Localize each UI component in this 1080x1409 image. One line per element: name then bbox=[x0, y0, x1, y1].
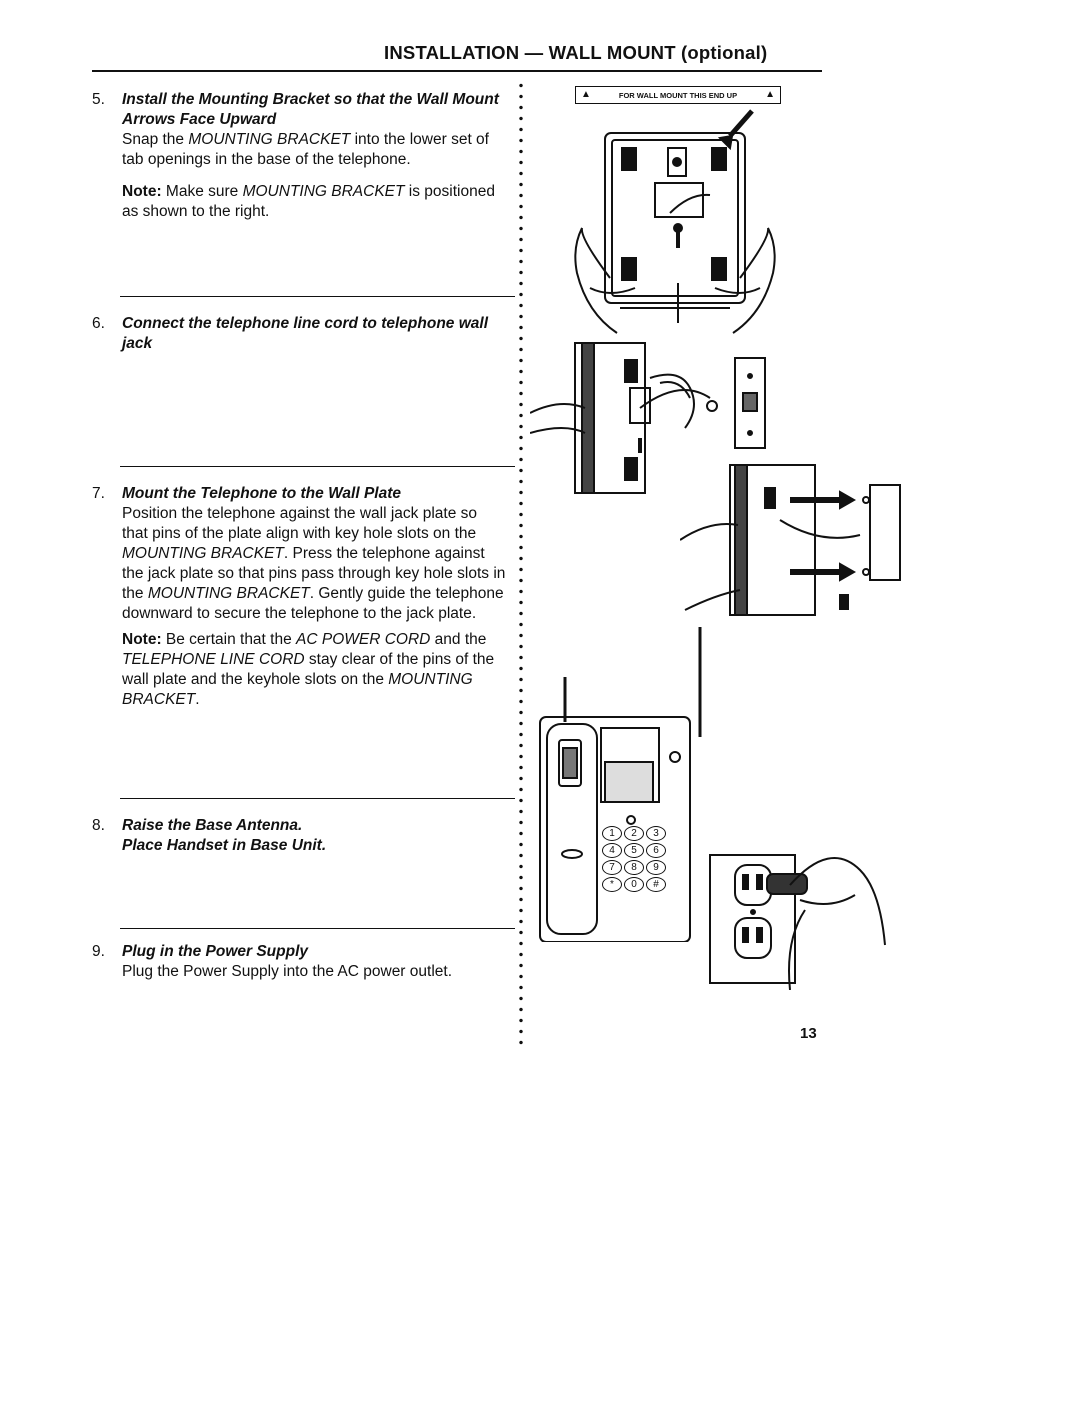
keypad-key-4: 4 bbox=[602, 843, 622, 858]
bracket-orientation-label: ▲ FOR WALL MOUNT THIS END UP ▲ bbox=[575, 86, 781, 104]
bracket-on-phone-illustration bbox=[574, 109, 776, 334]
step-title: Plug in the Power Supply bbox=[122, 943, 309, 960]
step-9-instruction: Plug the Power Supply into the AC power … bbox=[122, 963, 453, 980]
keypad-key-0: 0 bbox=[624, 877, 644, 892]
title-rule bbox=[92, 70, 822, 72]
keypad-key-9: 9 bbox=[646, 860, 666, 875]
step-title: Install the Mounting Bracket so that the… bbox=[122, 91, 499, 128]
step-5: 5. Install the Mounting Bracket so that … bbox=[92, 90, 507, 222]
base-unit-keypad: 1 2 3 4 5 6 7 8 9 * 0 # bbox=[602, 826, 666, 892]
step-title: Raise the Base Antenna. bbox=[122, 817, 303, 834]
page-title: INSTALLATION — WALL MOUNT (optional) bbox=[384, 42, 768, 63]
keypad-key-6: 6 bbox=[646, 843, 666, 858]
keypad-key-1: 1 bbox=[602, 826, 622, 841]
step-number: 7. bbox=[92, 485, 105, 502]
wall-plate-mounting-illustration bbox=[680, 464, 901, 616]
keypad-key-5: 5 bbox=[624, 843, 644, 858]
step-8-subtitle: Place Handset in Base Unit. bbox=[122, 837, 327, 854]
base-unit-illustration bbox=[539, 627, 702, 942]
step-8: 8. Raise the Base Antenna. Place Handset… bbox=[92, 816, 507, 856]
keypad-key-7: 7 bbox=[602, 860, 622, 875]
step-5-note: Note: Make sure MOUNTING BRACKET is posi… bbox=[122, 183, 495, 220]
keypad-key-2: 2 bbox=[624, 826, 644, 841]
step-6: 6. Connect the telephone line cord to te… bbox=[92, 314, 507, 354]
step-number: 8. bbox=[92, 817, 105, 834]
up-arrow-icon: ▲ bbox=[581, 89, 591, 100]
line-cord-connection-illustration bbox=[530, 342, 766, 494]
dotted-column-divider bbox=[518, 80, 524, 1045]
step-7-note: Note: Be certain that the AC POWER CORD … bbox=[122, 631, 495, 708]
section-divider bbox=[120, 928, 515, 929]
section-divider bbox=[120, 466, 515, 467]
step-number: 6. bbox=[92, 315, 105, 332]
up-arrow-icon: ▲ bbox=[765, 89, 775, 100]
keypad-key-star: * bbox=[602, 877, 622, 892]
section-divider bbox=[120, 798, 515, 799]
power-outlet-illustration bbox=[709, 854, 886, 990]
keypad-key-pound: # bbox=[646, 877, 666, 892]
step-title: Connect the telephone line cord to telep… bbox=[122, 315, 489, 352]
step-number: 9. bbox=[92, 943, 105, 960]
step-7: 7. Mount the Telephone to the Wall Plate… bbox=[92, 484, 507, 710]
step-number: 5. bbox=[92, 91, 105, 108]
step-title: Mount the Telephone to the Wall Plate bbox=[122, 485, 402, 502]
section-divider bbox=[120, 296, 515, 297]
keypad-key-3: 3 bbox=[646, 826, 666, 841]
step-9: 9. Plug in the Power Supply Plug the Pow… bbox=[92, 942, 507, 982]
bracket-label-text: FOR WALL MOUNT THIS END UP bbox=[618, 90, 738, 100]
page-number: 13 bbox=[800, 1025, 817, 1042]
step-7-instruction: Position the telephone against the wall … bbox=[122, 505, 506, 622]
step-5-instruction: Snap the MOUNTING BRACKET into the lower… bbox=[122, 131, 489, 168]
keypad-key-8: 8 bbox=[624, 860, 644, 875]
